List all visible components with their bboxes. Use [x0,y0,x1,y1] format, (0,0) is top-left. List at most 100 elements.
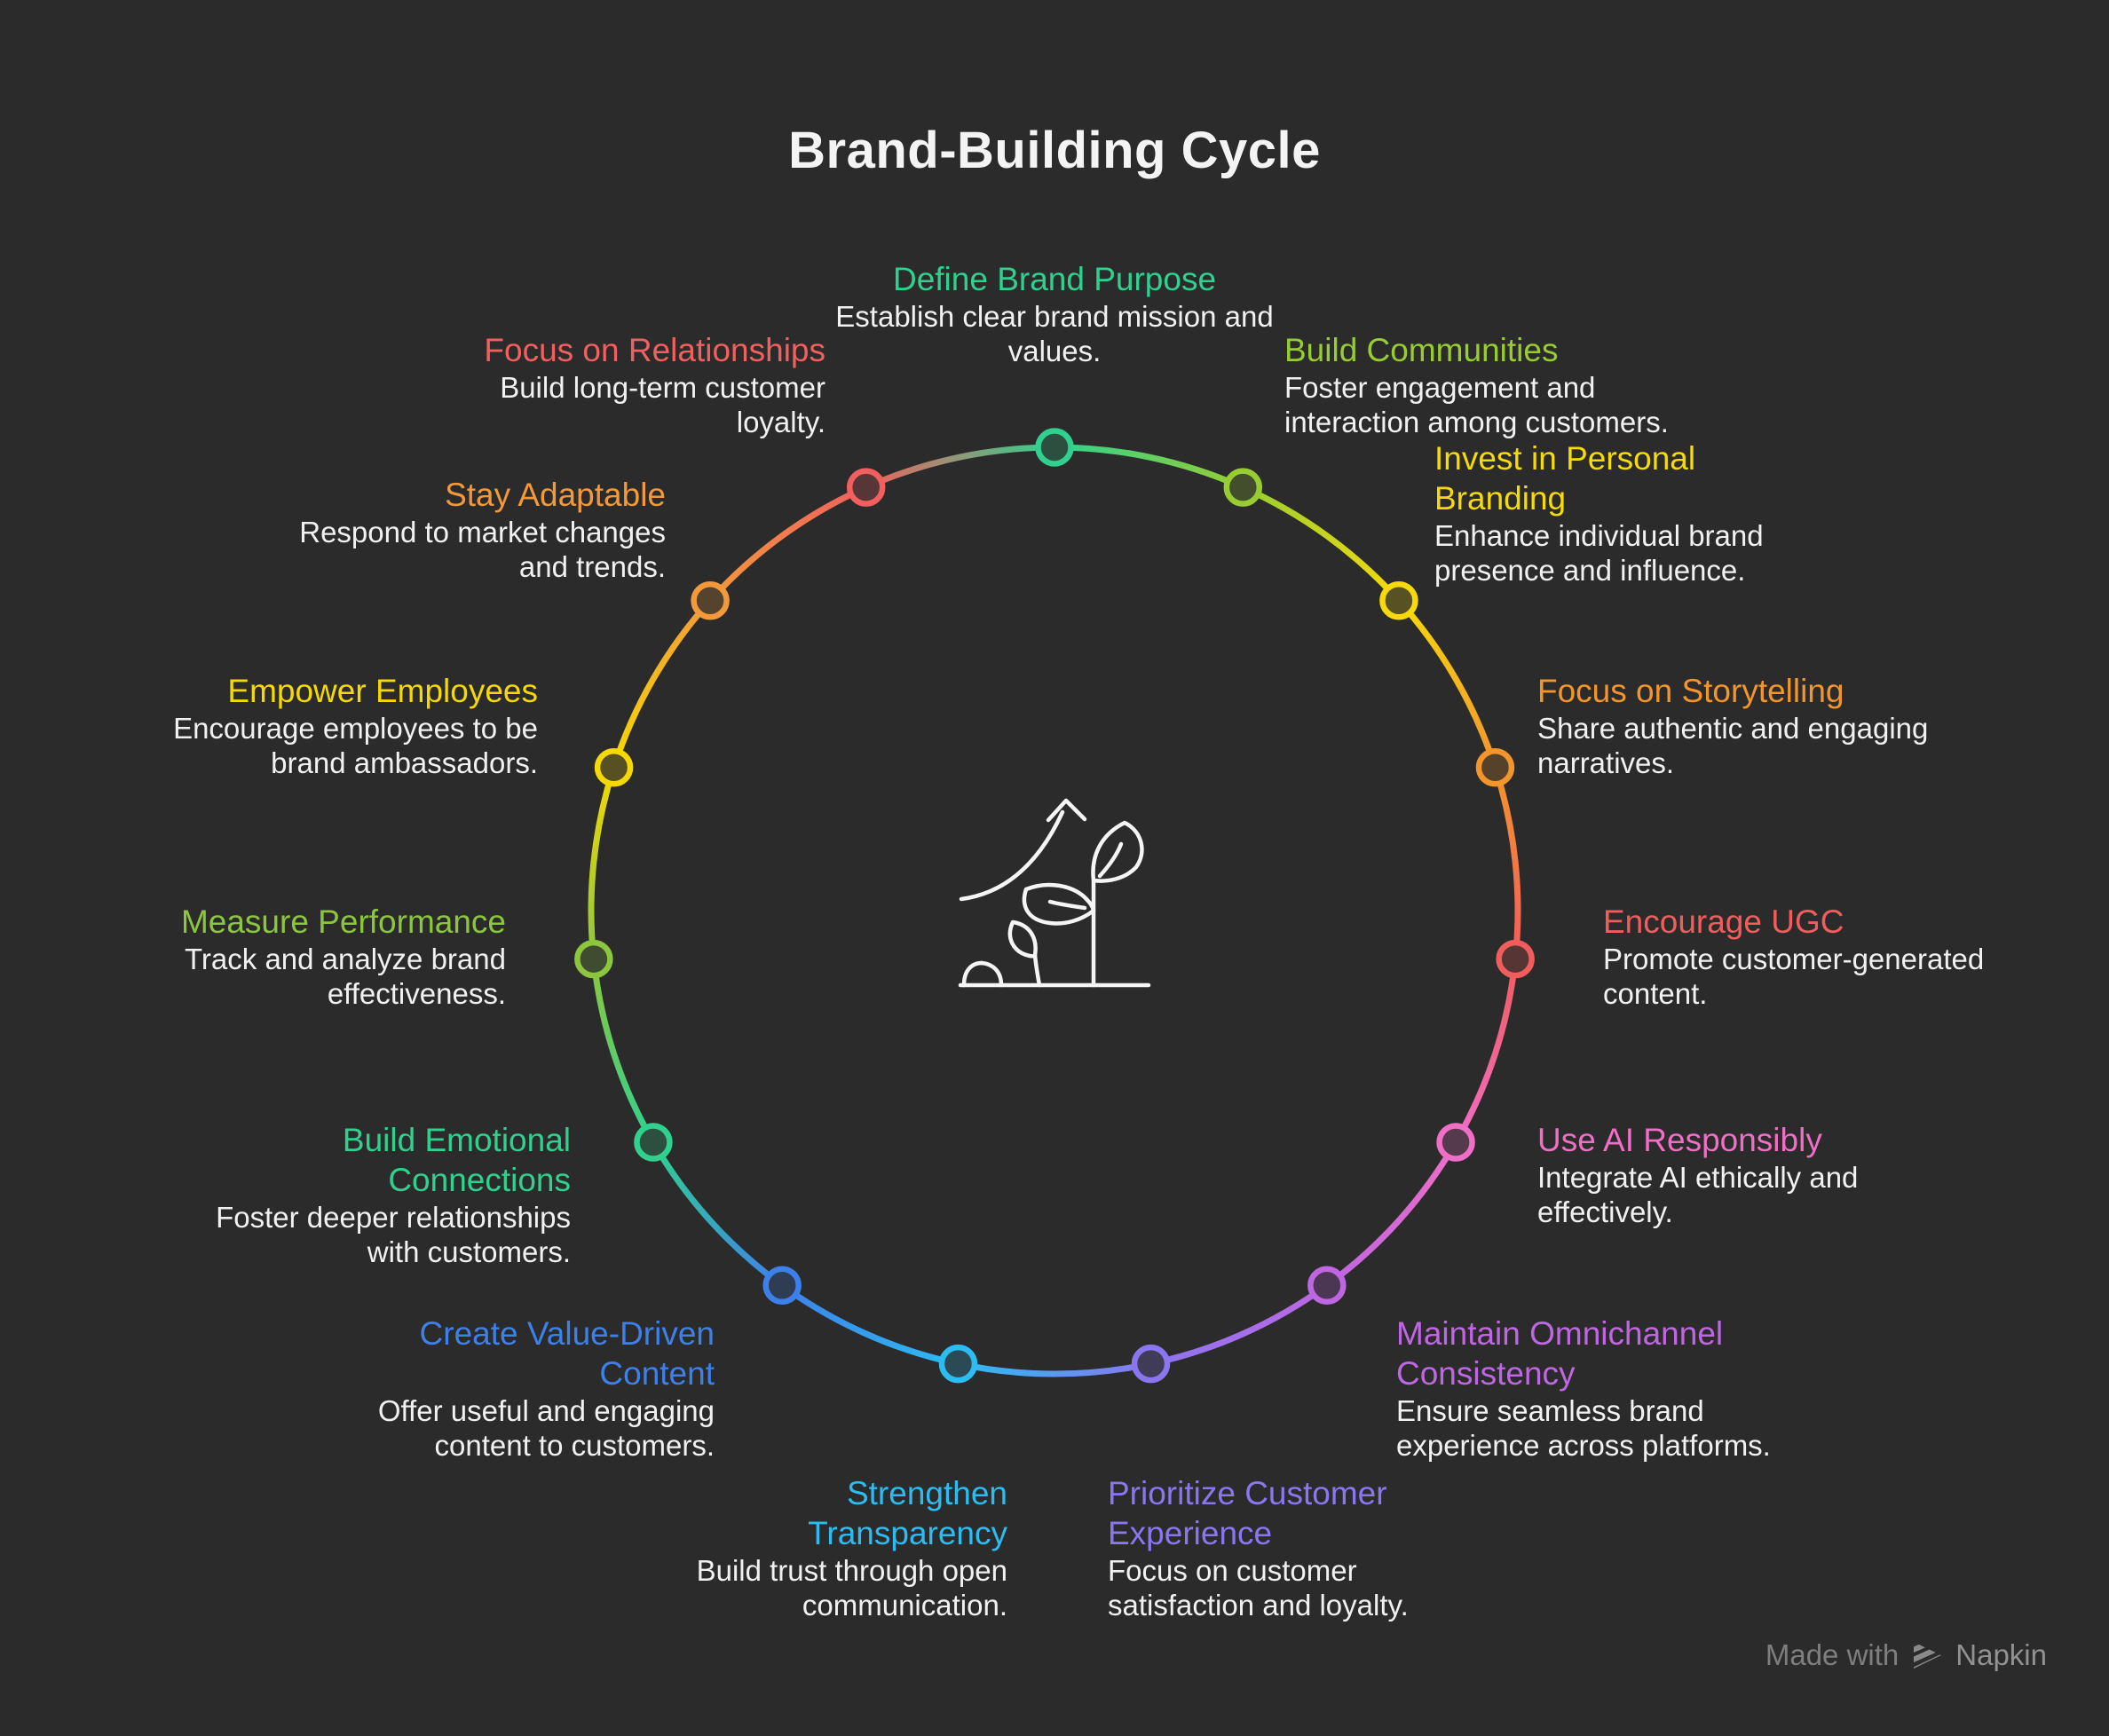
cycle-node-base [941,1347,975,1381]
item-description: Respond to market changes and trends. [299,516,666,583]
item-description: Foster deeper relationships with custome… [216,1201,571,1268]
cycle-node-base [1439,1125,1473,1159]
cycle-node-base [577,943,611,976]
cycle-node-tint [597,751,631,785]
cycle-node-tint [1038,430,1071,464]
cycle-node-tint [577,943,611,976]
cycle-node-base [1134,1347,1168,1381]
item-description: Ensure seamless brand experience across … [1396,1394,1771,1462]
cycle-node-tint [693,584,727,618]
item-title: Create Value-Driven Content [419,1315,715,1392]
cycle-node-tint [1498,943,1532,976]
cycle-node-base [1226,470,1260,504]
cycle-node-tint [1439,1125,1473,1159]
cycle-node-base [1478,751,1512,785]
cycle-node-base [1310,1268,1344,1302]
brand-text: Napkin [1955,1638,2047,1671]
item-description: Build long-term customer loyalty. [500,371,825,438]
item-title: Invest in Personal Branding [1434,440,1696,517]
cycle-node [938,1344,978,1384]
cycle-node-base [1382,584,1416,618]
cycle-node [1307,1266,1347,1306]
cycle-arc [588,766,617,959]
cycle-node-tint [941,1347,975,1381]
item-description: Focus on customer satisfaction and loyal… [1108,1554,1409,1622]
item-title: Prioritize Customer Experience [1108,1475,1387,1551]
item-description: Establish clear brand mission and values… [835,300,1274,367]
item-description: Share authentic and engaging narratives. [1537,712,1929,779]
cycle-node [1496,939,1535,979]
cycle-node [574,939,613,979]
page-title: Brand-Building Cycle [788,122,1321,179]
cycle-node-base [1038,430,1071,464]
item-title: Use AI Responsibly [1537,1122,1822,1158]
cycle-arc [780,1282,960,1368]
cycle-node [1035,428,1074,467]
cycle-node-base [765,1268,799,1302]
item-title: Focus on Storytelling [1537,673,1844,709]
item-description: Promote customer-generated content. [1603,943,1985,1010]
item-title: Build Communities [1284,332,1559,368]
napkin-logo-icon [1914,1642,1942,1669]
cycle-arc [1149,1282,1329,1368]
cycle-node [634,1123,673,1162]
cycle-node [1223,468,1263,507]
item-title: Empower Employees [227,673,538,709]
item-description: Build trust through open communication. [696,1554,1007,1622]
cycle-node [1131,1344,1171,1384]
cycle-node-tint [849,470,883,504]
cycle-node-tint [1226,470,1260,504]
cycle-node [1379,580,1418,620]
item-title: Strengthen Transparency [808,1475,1007,1551]
made-with-text: Made with [1765,1638,1900,1671]
cycle-node-base [636,1125,670,1159]
cycle-node-tint [1382,584,1416,618]
cycle-node [594,747,634,787]
cycle-arc [611,598,713,769]
cycle-node-base [849,470,883,504]
cycle-arc [1492,766,1521,959]
cycle-node-tint [1478,751,1512,785]
cycle-arc [865,444,1055,491]
cycle-node [846,468,886,507]
item-title: Encourage UGC [1603,904,1844,940]
cycle-node [1475,747,1515,787]
item-title: Build Emotional Connections [342,1122,571,1198]
cycle-arc [707,484,868,604]
item-description: Encourage employees to be brand ambassad… [173,712,538,779]
cycle-node-base [1498,943,1532,976]
cycle-node-tint [1310,1268,1344,1302]
cycle-node-tint [1134,1347,1168,1381]
item-title: Focus on Relationships [484,332,825,368]
cycle-node-base [597,751,631,785]
cycle-arc [1054,444,1244,491]
cycle-arc [1324,1140,1459,1289]
item-title: Maintain Omnichannel Consistency [1396,1315,1724,1392]
cycle-arc [1453,959,1519,1144]
cycle-node-tint [765,1268,799,1302]
cycle-node [1436,1123,1475,1162]
item-description: Integrate AI ethically and effectively. [1537,1161,1859,1228]
cycle-node-base [693,584,727,618]
cycle-node-tint [636,1125,670,1159]
watermark: Made with Napkin [1765,1638,2047,1672]
cycle-node [691,580,730,620]
item-title: Stay Adaptable [445,477,666,513]
